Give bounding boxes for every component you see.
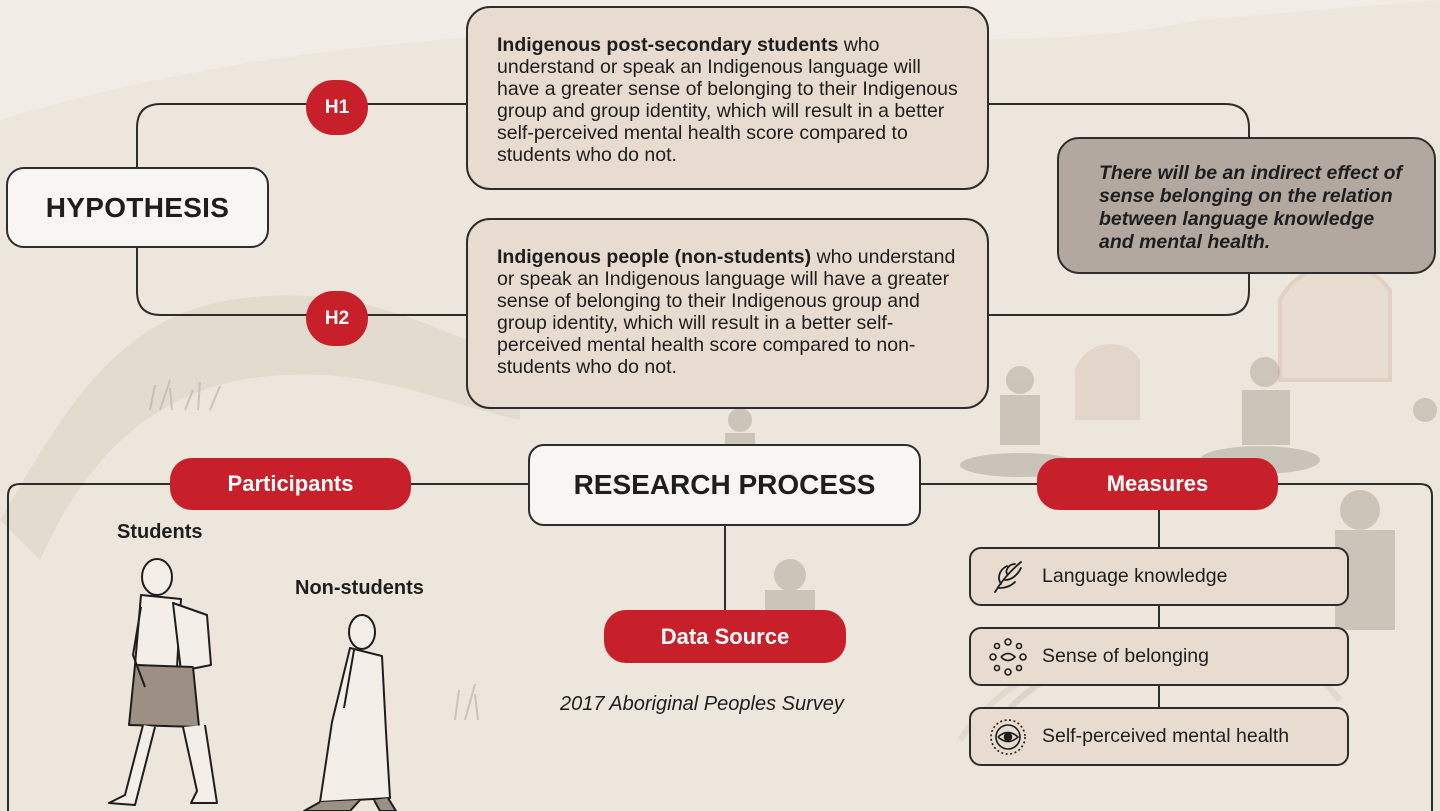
hypothesis-2-text: who understand or speak an Indigenous la… <box>497 246 956 378</box>
h1-badge: H1 <box>306 80 368 135</box>
measure-sense-of-belonging: Sense of belonging <box>969 627 1349 686</box>
hypothesis-2-lead: Indigenous people (non-students) <box>497 246 812 268</box>
hypothesis-title: HYPOTHESIS <box>6 167 269 248</box>
measure-label: Sense of belonging <box>1042 645 1209 667</box>
feather-icon <box>994 560 1022 593</box>
measure-label: Self-perceived mental health <box>1042 725 1290 747</box>
non-student-figure-icon <box>303 614 397 811</box>
non-students-label: Non-students <box>295 577 424 599</box>
hypothesis-1-box: Indigenous post-secondary students who u… <box>466 6 989 190</box>
h2-badge: H2 <box>306 291 368 346</box>
participants-pill: Participants <box>170 458 411 510</box>
hypothesis-1-lead: Indigenous post-secondary students <box>497 34 839 56</box>
student-figure-icon <box>108 558 218 806</box>
hypothesis-2-box: Indigenous people (non-students) who und… <box>466 218 989 409</box>
data-source-value: 2017 Aboriginal Peoples Survey <box>560 693 844 715</box>
measure-language-knowledge: Language knowledge <box>969 547 1349 606</box>
research-process-title: RESEARCH PROCESS <box>528 444 921 526</box>
eye-icon <box>990 718 1026 755</box>
students-label: Students <box>117 521 203 543</box>
indirect-effect-box: There will be an indirect effect of sens… <box>1057 137 1436 274</box>
data-source-pill: Data Source <box>604 610 846 663</box>
hypothesis-1-text: who understand or speak an Indigenous la… <box>497 34 958 166</box>
measure-self-perceived-mental-health: Self-perceived mental health <box>969 707 1349 766</box>
measures-pill: Measures <box>1037 458 1278 510</box>
measure-label: Language knowledge <box>1042 565 1228 587</box>
circle-of-dots-icon <box>989 637 1027 676</box>
